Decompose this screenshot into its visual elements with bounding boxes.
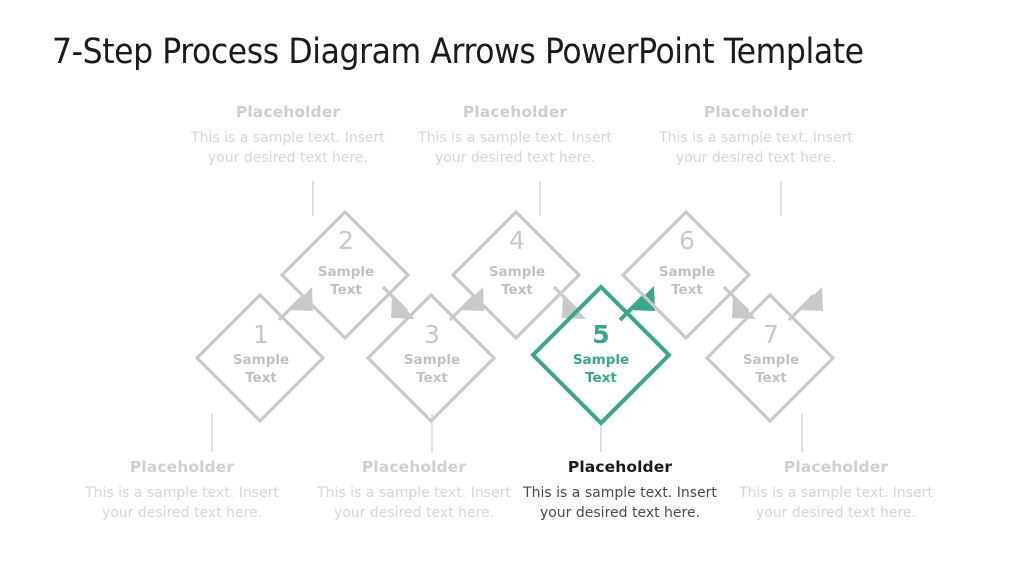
step-diamond-3[interactable]: 3 Sample Text <box>365 292 497 424</box>
callout-body: This is a sample text. Insert your desir… <box>739 485 933 521</box>
callout-top-step-6[interactable]: Placeholder This is a sample text. Inser… <box>650 101 862 169</box>
callout-title: Placeholder <box>235 103 341 121</box>
step-label-line2: Text <box>416 370 448 386</box>
diamond-outline <box>450 209 582 341</box>
step-label-line1: Sample <box>233 352 289 368</box>
arrowhead-icon <box>391 294 415 319</box>
step-label-line1: Sample <box>404 352 460 368</box>
callout-top-step-2[interactable]: Placeholder This is a sample text. Inser… <box>182 101 394 169</box>
callout-title: Placeholder <box>567 458 673 476</box>
callout-title: Placeholder <box>783 458 889 476</box>
step-label-line1: Sample <box>659 264 715 280</box>
arrowhead-icon <box>562 294 586 319</box>
diamond-outline <box>279 209 411 341</box>
arrowhead-icon <box>630 286 655 311</box>
step-number: 4 <box>509 226 525 255</box>
step-diamond-7[interactable]: 7 Sample Text <box>704 292 836 424</box>
callout-bottom-step-7[interactable]: Placeholder This is a sample text. Inser… <box>730 456 942 524</box>
arrowhead-icon <box>460 287 484 311</box>
step-diamond-1[interactable]: 1 Sample Text <box>194 292 326 424</box>
arrow-step-4-to-5 <box>552 285 586 319</box>
step-label-line2: Text <box>585 370 617 386</box>
step-label-line1: Sample <box>573 352 629 368</box>
step-number: 7 <box>763 320 779 349</box>
step-label-line2: Text <box>330 282 362 298</box>
step-label-line1: Sample <box>318 264 374 280</box>
diamond-outline <box>365 292 497 424</box>
callout-top-step-4[interactable]: Placeholder This is a sample text. Inser… <box>409 101 621 169</box>
callout-body: This is a sample text. Insert your desir… <box>85 485 279 521</box>
callout-title: Placeholder <box>361 458 467 476</box>
callout-bottom-step-1[interactable]: Placeholder This is a sample text. Inser… <box>76 456 288 524</box>
arrow-step-1-to-2 <box>277 287 313 322</box>
diamond-outline <box>620 209 752 341</box>
diamond-outline <box>530 284 672 426</box>
step-label-line2: Text <box>671 282 703 298</box>
step-number: 5 <box>592 320 609 349</box>
step-label-line2: Text <box>501 282 533 298</box>
callout-body: This is a sample text. Insert your desir… <box>659 130 853 166</box>
arrowhead-icon <box>799 287 823 311</box>
arrow-step-6-to-7 <box>722 285 756 319</box>
step-label-line1: Sample <box>743 352 799 368</box>
callout-body: This is a sample text. Insert your desir… <box>523 485 717 521</box>
callout-bottom-step-3[interactable]: Placeholder This is a sample text. Inser… <box>308 456 520 524</box>
arrow-step-5-to-6 <box>618 286 655 322</box>
callout-body: This is a sample text. Insert your desir… <box>418 130 612 166</box>
arrow-step-3-to-4 <box>448 287 484 322</box>
callout-title: Placeholder <box>703 103 809 121</box>
step-diamond-5[interactable]: 5 Sample Text <box>530 284 672 426</box>
step-label-line2: Text <box>755 370 787 386</box>
arrow-step-7-trailing <box>787 287 823 322</box>
step-diamond-6[interactable]: 6 Sample Text <box>620 209 752 341</box>
callout-title: Placeholder <box>462 103 568 121</box>
arrow-step-2-to-3 <box>381 285 415 319</box>
step-number: 1 <box>253 320 269 349</box>
step-diamond-2[interactable]: 2 Sample Text <box>279 209 411 341</box>
step-number: 2 <box>338 226 354 255</box>
callout-bottom-step-5[interactable]: Placeholder This is a sample text. Inser… <box>514 456 726 524</box>
step-label-line2: Text <box>245 370 277 386</box>
page-title: 7-Step Process Diagram Arrows PowerPoint… <box>52 32 864 72</box>
diamond-outline <box>704 292 836 424</box>
arrowhead-icon <box>732 294 756 319</box>
arrowhead-icon <box>289 287 313 311</box>
step-label-line1: Sample <box>489 264 545 280</box>
callout-title: Placeholder <box>129 458 235 476</box>
step-number: 6 <box>679 226 695 255</box>
callout-body: This is a sample text. Insert your desir… <box>317 485 511 521</box>
diamond-outline <box>194 292 326 424</box>
step-number: 3 <box>424 320 440 349</box>
step-diamond-4[interactable]: 4 Sample Text <box>450 209 582 341</box>
callout-body: This is a sample text. Insert your desir… <box>191 130 385 166</box>
